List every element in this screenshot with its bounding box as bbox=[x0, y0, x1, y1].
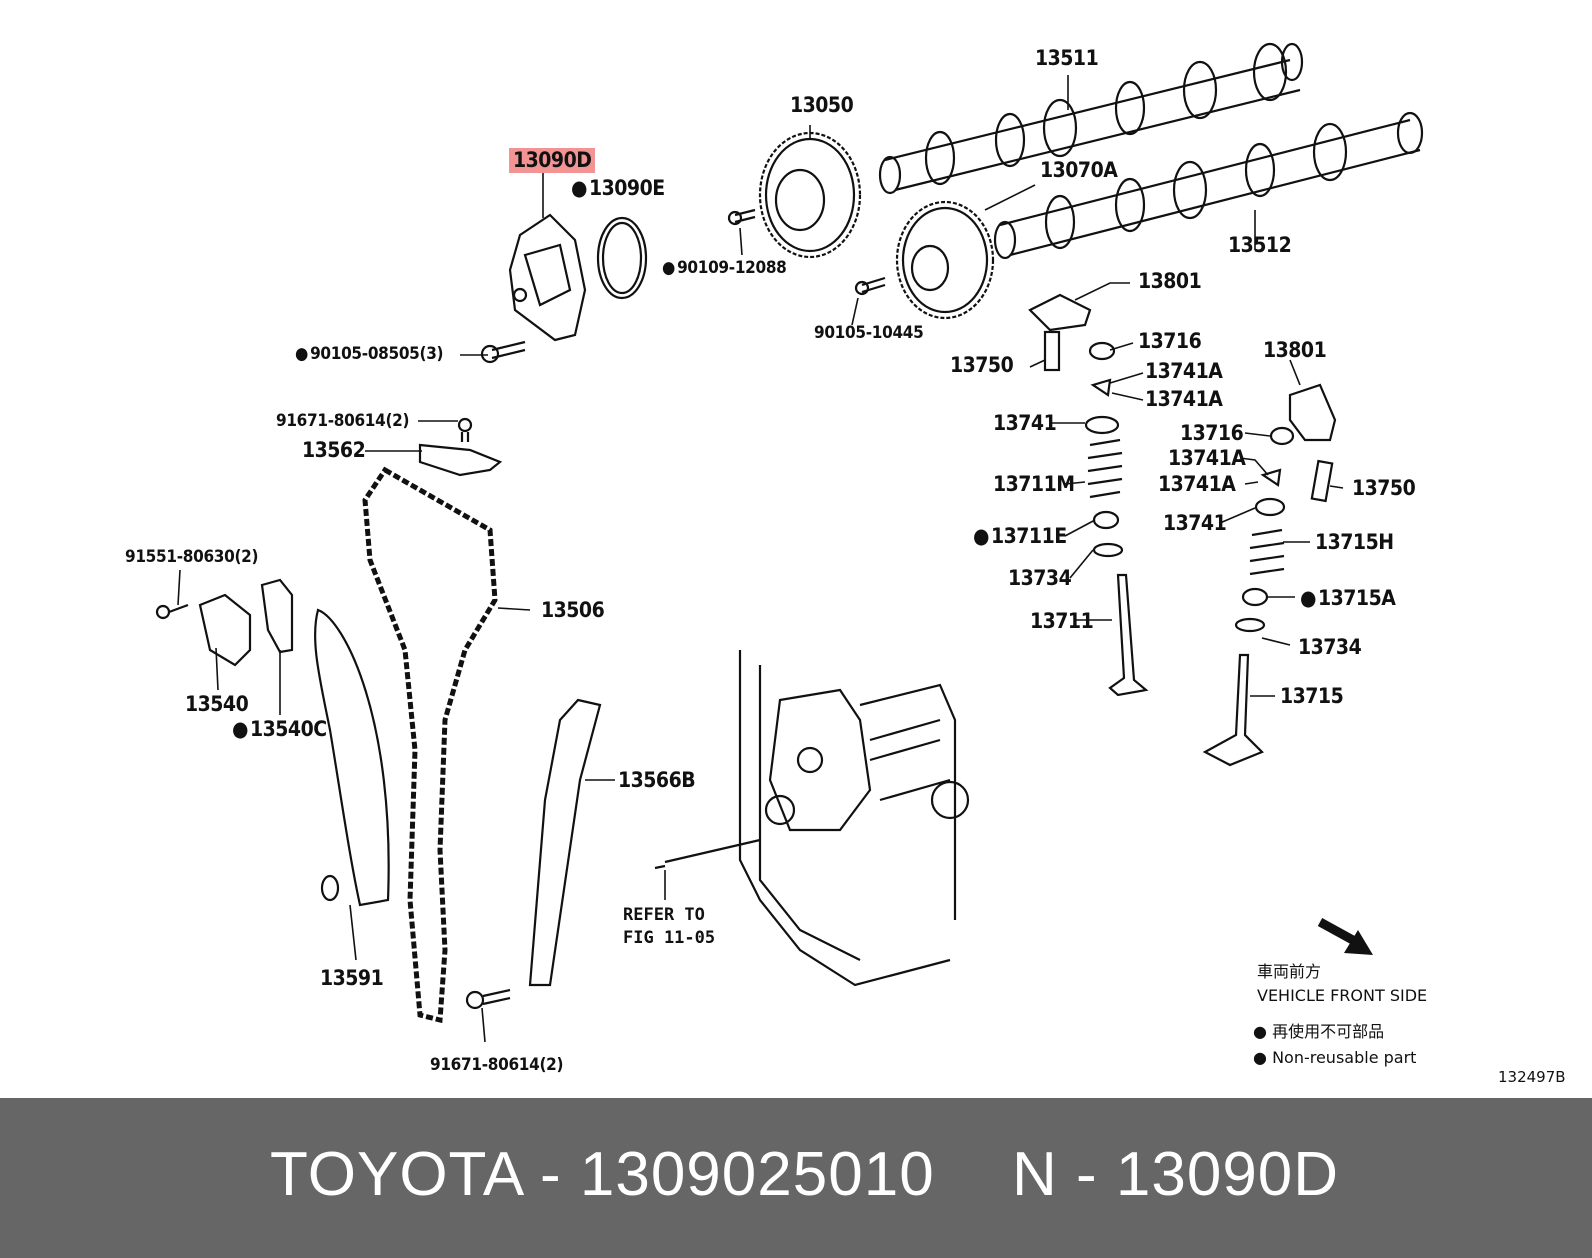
timing-chain-13506 bbox=[362, 466, 498, 1024]
legend-nonreuse-jp-text: 再使用不可部品 bbox=[1272, 1022, 1385, 1041]
label-13741A-c: 13741A bbox=[1168, 446, 1246, 470]
label-13090E: 13090E bbox=[571, 178, 665, 199]
label-13711M: 13711M bbox=[993, 472, 1075, 496]
label-13715: 13715 bbox=[1280, 684, 1344, 708]
bullet-icon: ● bbox=[1253, 1022, 1267, 1041]
label-13540C: 13540C bbox=[232, 719, 327, 740]
label-91551: 91551-80630(2) bbox=[125, 547, 259, 567]
label-13090D-highlighted[interactable]: 13090D bbox=[509, 148, 596, 173]
label-13750-a: 13750 bbox=[950, 353, 1014, 377]
label-13715H: 13715H bbox=[1315, 530, 1394, 554]
label-13591: 13591 bbox=[320, 966, 384, 990]
valve-train-right bbox=[1202, 383, 1337, 767]
label-13741A-d: 13741A bbox=[1158, 472, 1236, 496]
footer-bar: TOYOTA - 1309025010 N - 13090D bbox=[0, 1098, 1592, 1258]
vehicle-front-arrow-icon bbox=[1317, 918, 1373, 955]
damper-13566B bbox=[528, 698, 602, 987]
engine-block bbox=[654, 650, 970, 987]
sprocket-13070A bbox=[895, 200, 995, 320]
label-13734-b: 13734 bbox=[1298, 635, 1362, 659]
label-13741A-a: 13741A bbox=[1145, 359, 1223, 383]
refer-to-line1: REFER TO bbox=[623, 905, 705, 925]
bullet-icon: ● bbox=[1253, 1048, 1267, 1067]
footer-part-number: TOYOTA - 1309025010 bbox=[270, 1140, 935, 1209]
gasket-13540C bbox=[260, 578, 294, 654]
label-13050: 13050 bbox=[790, 93, 854, 117]
chain-slipper-13591 bbox=[313, 608, 390, 907]
label-91671-bottom: 91671-80614(2) bbox=[430, 1055, 564, 1075]
refer-to-line2: FIG 11-05 bbox=[623, 928, 716, 948]
diagram-drawing bbox=[155, 42, 1424, 1043]
label-91671-top: 91671-80614(2) bbox=[276, 411, 410, 431]
legend-nonreuse-en: ● Non-reusable part bbox=[1253, 1050, 1416, 1066]
label-90105-08505: 90105-08505(3) bbox=[295, 346, 443, 363]
tensioner-13540 bbox=[198, 593, 252, 667]
label-13562: 13562 bbox=[302, 438, 366, 462]
footer-reference: N - 13090D bbox=[1012, 1140, 1340, 1209]
leader-lines bbox=[177, 75, 1344, 1043]
label-13741-b: 13741 bbox=[1163, 511, 1227, 535]
legend-front-en: VEHICLE FRONT SIDE bbox=[1257, 986, 1428, 1005]
label-13511: 13511 bbox=[1035, 46, 1099, 70]
vvt-solenoid-13090D bbox=[508, 213, 587, 342]
legend-nonreuse-jp: ● 再使用不可部品 bbox=[1253, 1024, 1384, 1040]
legend-nonreuse-en-text: Non-reusable part bbox=[1272, 1048, 1417, 1067]
label-13711: 13711 bbox=[1030, 609, 1094, 633]
label-90109-12088: 90109-12088 bbox=[662, 260, 787, 277]
label-13741A-b: 13741A bbox=[1145, 387, 1223, 411]
label-13801-b: 13801 bbox=[1263, 338, 1327, 362]
label-13070A: 13070A bbox=[1040, 158, 1118, 182]
label-13715A: 13715A bbox=[1300, 588, 1396, 609]
label-13711E: 13711E bbox=[973, 526, 1067, 547]
o-ring-13090E bbox=[596, 216, 648, 300]
label-90105-10445: 90105-10445 bbox=[814, 323, 924, 343]
legend-front-jp: 車両前方 bbox=[1257, 962, 1322, 981]
camshaft-13512 bbox=[993, 111, 1424, 260]
figure-id: 132497B bbox=[1498, 1068, 1566, 1086]
parts-diagram: 13511 13050 13090D 13090E 13070A 13512 9… bbox=[0, 0, 1592, 1098]
label-13741-a: 13741 bbox=[993, 411, 1057, 435]
label-13566B: 13566B bbox=[618, 768, 696, 792]
label-13540: 13540 bbox=[185, 692, 249, 716]
label-13801-a: 13801 bbox=[1138, 269, 1202, 293]
label-13512: 13512 bbox=[1228, 233, 1292, 257]
label-13716-a: 13716 bbox=[1138, 329, 1202, 353]
label-13750-b: 13750 bbox=[1352, 476, 1416, 500]
chain-guide-13562 bbox=[418, 443, 503, 477]
label-13506: 13506 bbox=[541, 598, 605, 622]
label-13716-b: 13716 bbox=[1180, 421, 1244, 445]
label-13734-a: 13734 bbox=[1008, 566, 1072, 590]
camshaft-13511 bbox=[878, 42, 1304, 195]
sprocket-13050 bbox=[758, 131, 862, 259]
